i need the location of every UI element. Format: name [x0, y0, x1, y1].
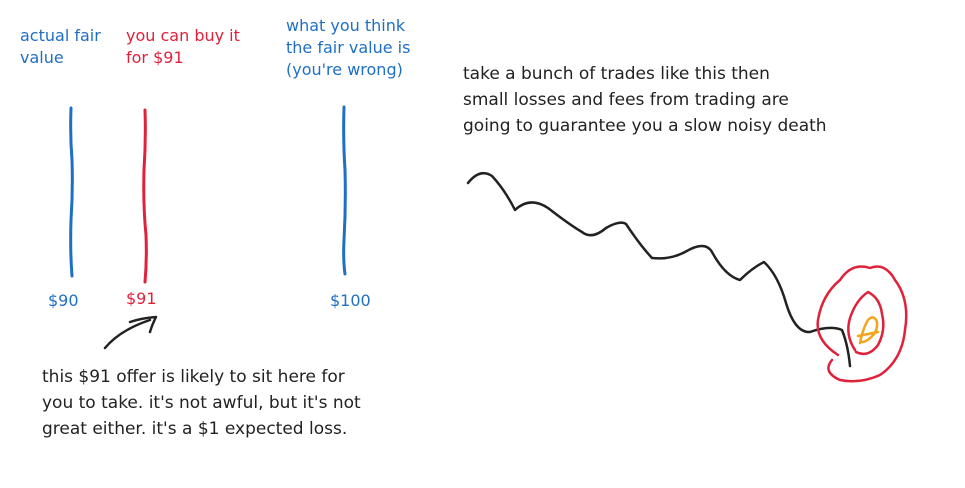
- offer-note: this $91 offer is likely to sit here for…: [42, 364, 361, 442]
- buy-price-line-1: you can buy it: [126, 26, 240, 45]
- trades-note-line-1: take a bunch of trades like this then: [463, 64, 770, 84]
- price-tick-offer: $91: [126, 289, 157, 308]
- trades-note-line-2: small losses and fees from trading are: [463, 90, 789, 110]
- trades-note: take a bunch of trades like this then sm…: [463, 61, 827, 139]
- flame-inner: [847, 290, 885, 356]
- think-fair-value-line: [342, 105, 347, 276]
- think-fair-value-line-2: the fair value is: [286, 38, 411, 57]
- think-fair-value-line-1: what you think: [286, 16, 406, 35]
- actual-fair-value-line-1: actual fair: [20, 26, 101, 45]
- actual-fair-value-line-2: value: [20, 48, 64, 67]
- offer-note-line-2: you to take. it's not awful, but it's no…: [42, 393, 361, 413]
- flame-outer: [816, 265, 908, 383]
- buy-price-line-2: for $91: [126, 48, 184, 67]
- offer-note-line-3: great either. it's a $1 expected loss.: [42, 419, 348, 439]
- think-fair-value-label: what you think the fair value is (you're…: [286, 15, 410, 81]
- flame-core: [856, 316, 880, 345]
- noisy-decline-line: [466, 171, 852, 368]
- trades-note-line-3: going to guarantee you a slow noisy deat…: [463, 116, 827, 136]
- buy-price-label: you can buy it for $91: [126, 25, 240, 69]
- actual-fair-value-line: [69, 106, 74, 278]
- actual-fair-value-label: actual fair value: [20, 25, 101, 69]
- buy-price-line: [142, 108, 148, 284]
- price-tick-think: $100: [330, 291, 371, 310]
- offer-note-line-1: this $91 offer is likely to sit here for: [42, 367, 345, 387]
- price-tick-actual: $90: [48, 291, 79, 310]
- think-fair-value-line-3: (you're wrong): [286, 60, 403, 79]
- offer-arrow: [103, 315, 158, 350]
